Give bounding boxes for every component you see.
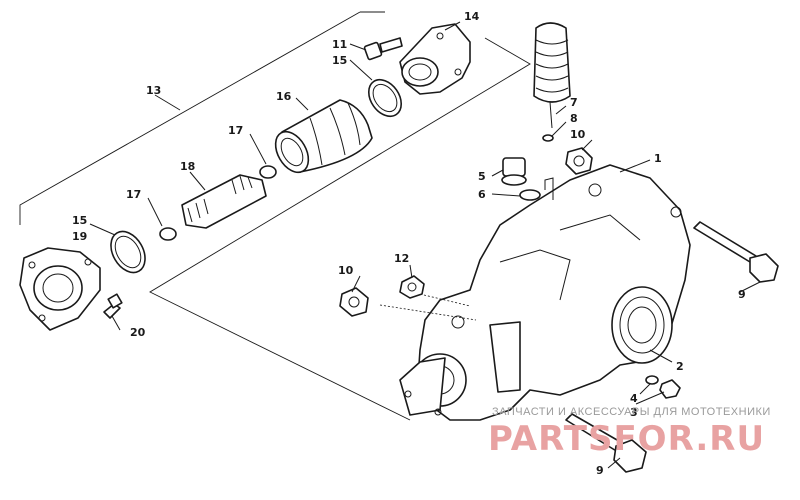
callout-8: 8 <box>570 112 578 125</box>
gearcase-housing <box>399 164 691 421</box>
callout-15-upper: 15 <box>332 54 347 67</box>
cv-boot <box>274 99 373 174</box>
washer-nut-3-4 <box>645 375 681 399</box>
callout-15-lower: 15 <box>72 214 87 227</box>
splined-shaft <box>181 174 267 229</box>
callout-17-lower: 17 <box>126 188 141 201</box>
bolt-11 <box>363 37 403 61</box>
watermark-tagline: ЗАПЧАСТИ И АКСЕССУАРЫ ДЛЯ МОТОТЕХНИКИ <box>492 406 771 418</box>
callout-14: 14 <box>464 10 480 23</box>
callout-13: 13 <box>146 84 161 97</box>
callout-4: 4 <box>630 392 638 405</box>
drain-plug <box>501 157 541 201</box>
callout-7: 7 <box>570 96 578 109</box>
callout-1: 1 <box>654 152 662 165</box>
callout-11: 11 <box>332 38 347 51</box>
clamp-ring-upper <box>367 78 403 118</box>
callout-17-upper: 17 <box>228 124 243 137</box>
callout-2: 2 <box>676 360 684 373</box>
callout-16: 16 <box>276 90 292 103</box>
callout-3: 3 <box>630 406 638 419</box>
plug-upper <box>259 165 277 179</box>
clamp-ring-lower <box>110 230 146 274</box>
breather-boot <box>533 22 571 129</box>
callout-19: 19 <box>72 230 87 243</box>
callout-labels: 1 2 3 4 5 6 7 8 9 9 10 10 11 12 13 14 15… <box>72 10 746 477</box>
leader-lines <box>89 21 761 469</box>
callout-10-upper: 10 <box>570 128 586 141</box>
callout-5: 5 <box>478 170 486 183</box>
long-bolt-lower <box>565 413 647 473</box>
watermark: ЗАПЧАСТИ И АКСЕССУАРЫ ДЛЯ МОТОТЕХНИКИ PA… <box>488 406 771 459</box>
flange-lower <box>19 247 101 331</box>
callout-9-lower: 9 <box>596 464 604 477</box>
bolt-20 <box>103 293 123 319</box>
callout-6: 6 <box>478 188 486 201</box>
callout-10-lower: 10 <box>338 264 354 277</box>
flange-yoke <box>399 23 471 95</box>
long-bolt-upper <box>693 221 779 283</box>
watermark-brand: PARTSFOR.RU <box>488 419 765 459</box>
clip-8 <box>542 134 554 142</box>
callout-20: 20 <box>130 326 146 339</box>
callout-9-upper: 9 <box>738 288 746 301</box>
callout-18: 18 <box>180 160 195 173</box>
nut-lower <box>339 287 369 317</box>
nut-12 <box>399 275 425 299</box>
nut-upper <box>565 147 593 175</box>
callout-12: 12 <box>394 252 409 265</box>
plug-lower <box>159 227 177 241</box>
group-bracket-13 <box>19 11 531 421</box>
